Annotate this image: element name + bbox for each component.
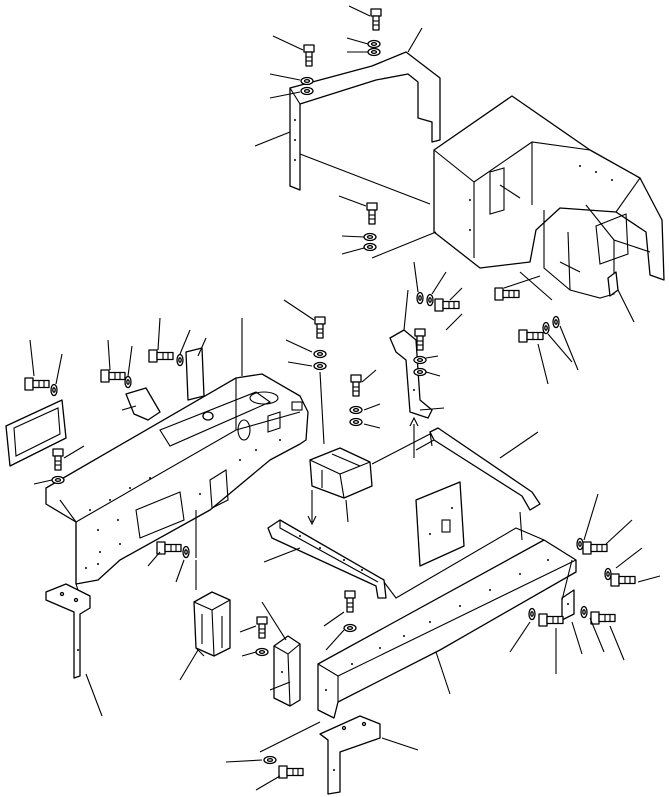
bottom-bracket	[259, 715, 419, 795]
washer	[349, 417, 363, 427]
leader-lines-small-bracket	[239, 625, 257, 657]
bolt	[303, 44, 315, 67]
right-rail	[429, 427, 541, 511]
leader-lines-upper	[254, 5, 431, 205]
bolt	[494, 287, 520, 301]
washer	[349, 405, 363, 415]
leader-lines-cab	[338, 195, 553, 301]
washer	[363, 232, 377, 242]
washer	[313, 349, 327, 359]
washer	[343, 623, 357, 633]
bolt	[100, 369, 126, 383]
bolt	[590, 611, 616, 625]
channel-member	[263, 519, 387, 599]
washer	[50, 383, 58, 397]
cover-plate	[5, 399, 67, 467]
bolt	[148, 349, 174, 363]
small-plates	[125, 347, 214, 421]
washer	[552, 315, 560, 329]
leader-lines-stay	[409, 261, 463, 458]
left-down-bracket	[45, 583, 103, 717]
washer	[576, 537, 584, 551]
bolt	[278, 765, 304, 779]
bolt	[370, 8, 382, 31]
slotted-plate	[415, 481, 465, 567]
alignment-lines	[195, 433, 523, 590]
bolt	[518, 329, 544, 343]
washer	[367, 47, 381, 57]
washer	[263, 755, 277, 765]
bolt	[52, 448, 64, 471]
washer	[313, 361, 327, 371]
bolt	[256, 616, 268, 639]
washer	[580, 605, 588, 619]
washer	[528, 607, 536, 621]
washer	[124, 375, 132, 389]
bolt	[314, 316, 326, 339]
washer	[300, 86, 314, 96]
leader-lines-right-bolts	[537, 325, 579, 385]
bolt	[610, 573, 636, 587]
washer	[367, 39, 381, 49]
washer	[413, 355, 427, 365]
leader-lines-left-frame	[29, 317, 243, 591]
bolt	[582, 541, 608, 555]
cab-housing	[433, 95, 665, 299]
bolt	[350, 374, 362, 397]
side-plate	[561, 589, 575, 621]
washer	[51, 475, 65, 485]
leader-lines-lower-right	[323, 493, 661, 674]
left-main-frame	[45, 373, 309, 585]
center-bracket	[309, 447, 373, 523]
washer	[542, 321, 550, 335]
bolt	[434, 298, 460, 312]
lower-right-frame	[317, 527, 577, 719]
washer	[182, 545, 190, 559]
bolt	[538, 613, 564, 627]
washer	[416, 291, 424, 305]
washer	[255, 647, 269, 657]
washer	[363, 242, 377, 252]
support-post	[179, 591, 231, 681]
leader-lines-arrow	[307, 490, 317, 526]
clip	[607, 271, 635, 323]
bolt	[366, 202, 378, 225]
washer	[426, 293, 434, 307]
washer	[300, 76, 314, 86]
small-support-bracket	[261, 601, 301, 707]
bolt	[414, 328, 426, 351]
bolt	[344, 590, 356, 613]
bolt	[24, 377, 50, 391]
bolt	[156, 541, 182, 555]
washer	[604, 567, 612, 581]
stay-bracket	[389, 289, 433, 419]
leader-lines-bottom	[225, 759, 281, 791]
leader-lines-center	[283, 299, 381, 445]
washer	[176, 353, 184, 367]
upper-bracket	[289, 51, 441, 191]
washer	[413, 367, 427, 377]
